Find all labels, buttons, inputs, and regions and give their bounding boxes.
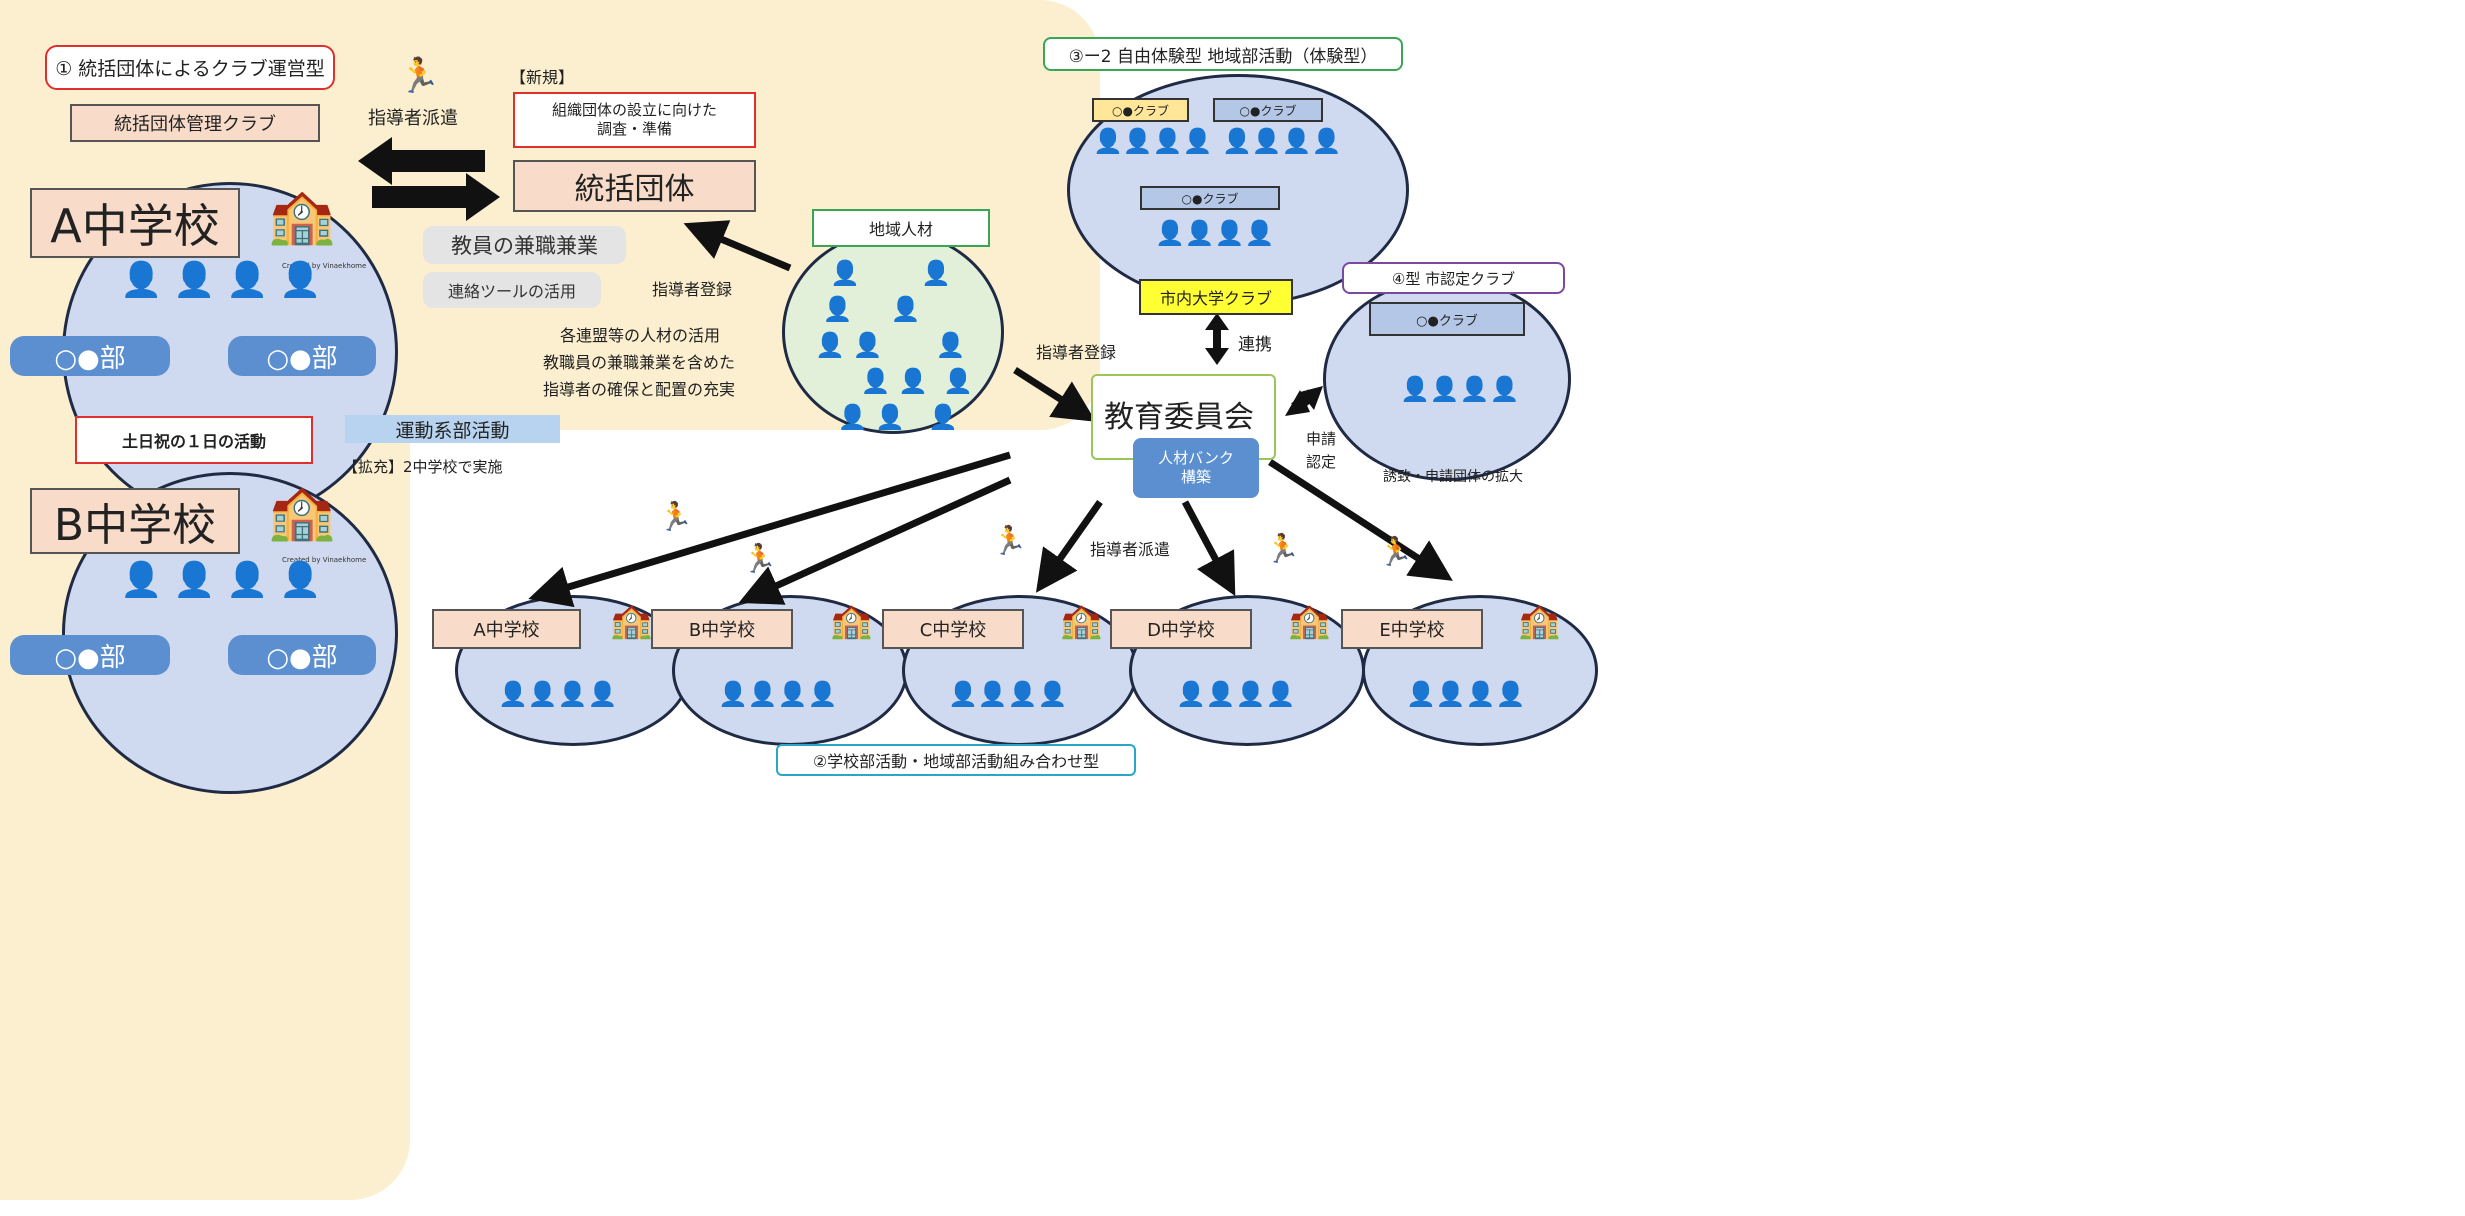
club-b-right: ○●部 [228, 635, 376, 675]
school-building-icon-2a: 🏫 [610, 601, 653, 641]
talent-note-3: 指導者の確保と配置の充実 [543, 380, 736, 399]
type2-people-a: 👤👤👤👤 [498, 680, 618, 708]
club-a-right: ○●部 [228, 336, 376, 376]
type3-people-2: 👤👤👤👤 [1222, 127, 1342, 155]
type2-people-d: 👤👤👤👤 [1176, 680, 1296, 708]
type2-school-e: E中学校 [1341, 609, 1483, 649]
runner-icon-5: 🏃 [1265, 532, 1300, 565]
local-people-icons: 👤 👤 👤 👤 👤 👤 👤 👤 👤 👤 👤 👤 👤 [815, 259, 974, 431]
type3-club-1: ○●クラブ [1092, 98, 1189, 122]
credit-text-b: Created by Vinaekhome [282, 556, 367, 564]
local-talent-label: 地域人材 [812, 209, 990, 247]
type4-club: ○●クラブ [1369, 302, 1525, 336]
dispatch-arrow-left [358, 137, 485, 185]
univ-club-box: 市内大学クラブ [1139, 279, 1293, 315]
type3-label: ③ー2 自由体験型 地域部活動（体験型） [1043, 37, 1403, 71]
dispatch-arrow-right [372, 173, 500, 221]
apply-label: 申請 認定 [1306, 430, 1337, 471]
runner-icon: 🏃 [398, 56, 441, 96]
type1-label: ① 統括団体によるクラブ運営型 [45, 45, 335, 90]
new-tag: 【新規】 [510, 68, 575, 87]
talent-note-1: 各連盟等の人材の活用 [560, 326, 721, 345]
runner-icon-4: 🏃 [992, 524, 1027, 557]
leader-reg-label: 指導者登録 [652, 280, 733, 299]
link-label: 連携 [1238, 335, 1272, 355]
type2-school-a: A中学校 [432, 609, 581, 649]
type3-people-3: 👤👤👤👤 [1155, 219, 1275, 247]
type4-label: ④型 市認定クラブ [1342, 262, 1565, 294]
board-dispatch-label: 指導者派遣 [1090, 540, 1171, 559]
side-job-box: 教員の兼職兼業 [423, 226, 626, 264]
type2-school-d: D中学校 [1110, 609, 1252, 649]
board-leader-reg: 指導者登録 [1036, 343, 1117, 362]
dispatch-label: 指導者派遣 [368, 108, 458, 129]
sports-club-label: 運動系部活動 [345, 415, 560, 443]
expand-groups-label: 誘致・申請団体の拡大 [1383, 469, 1523, 485]
type2-label: ②学校部活動・地域部活動組み合わせ型 [776, 744, 1136, 776]
type4-people: 👤👤👤👤 [1400, 375, 1520, 403]
managed-club-box: 統括団体管理クラブ [70, 104, 320, 142]
type2-school-b: B中学校 [651, 609, 793, 649]
runner-icon-3: 🏃 [742, 542, 777, 575]
talent-note-2: 教職員の兼職兼業を含めた [543, 353, 736, 372]
umbrella-org-box: 統括団体 [513, 160, 756, 212]
type2-people-c: 👤👤👤👤 [948, 680, 1068, 708]
local-talent-circle [782, 230, 1004, 434]
type2-people-e: 👤👤👤👤 [1406, 680, 1526, 708]
weekend-activity-box: 土日祝の１日の活動 [75, 416, 313, 464]
school-building-icon-2b: 🏫 [830, 601, 873, 641]
type3-club-2: ○●クラブ [1213, 98, 1323, 122]
school-a-title: A中学校 [30, 188, 240, 258]
talent-bank-box: 人材バンク 構築 [1133, 438, 1259, 498]
club-a-left: ○●部 [10, 336, 170, 376]
runner-icon-2: 🏃 [658, 500, 693, 533]
runner-icon-6: 🏃 [1378, 535, 1413, 568]
prep-box: 組織団体の設立に向けた 調査・準備 [513, 92, 756, 148]
school-building-icon-2d: 🏫 [1288, 601, 1331, 641]
school-building-icon: 🏫 [268, 184, 336, 247]
school-b-title: B中学校 [30, 488, 240, 554]
person-icons-a: 👤 👤 👤 👤 [120, 260, 322, 300]
school-building-icon-2c: 🏫 [1060, 601, 1103, 641]
board-title: 教育委員会 [1104, 400, 1254, 435]
type3-club-3: ○●クラブ [1140, 186, 1280, 210]
person-icons-b: 👤 👤 👤 👤 [120, 560, 322, 600]
school-building-icon-2e: 🏫 [1518, 601, 1561, 641]
tool-box: 連絡ツールの活用 [423, 272, 601, 308]
expand-label: 【拡充】2中学校で実施 [343, 458, 503, 476]
type2-school-c: C中学校 [882, 609, 1024, 649]
school-building-icon-b: 🏫 [268, 480, 336, 543]
type3-people-1: 👤👤👤👤 [1093, 127, 1213, 155]
club-b-left: ○●部 [10, 635, 170, 675]
type2-people-b: 👤👤👤👤 [718, 680, 838, 708]
credit-text: Created by Vinaekhome [282, 262, 367, 270]
